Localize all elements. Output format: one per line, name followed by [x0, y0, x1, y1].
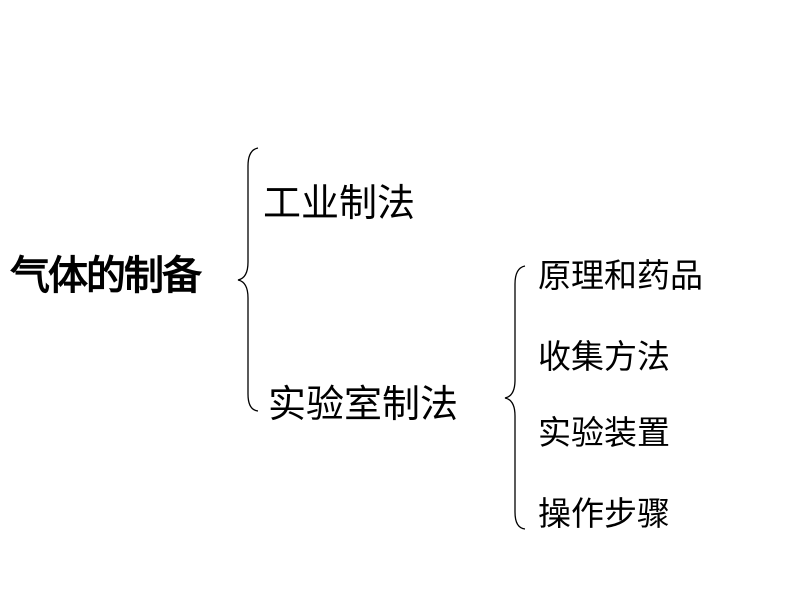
branch-laboratory: 实验室制法 [268, 382, 459, 426]
lab-item-apparatus: 实验装置 [538, 413, 670, 452]
lab-item-steps: 操作步骤 [538, 494, 670, 533]
branch-industrial: 工业制法 [263, 181, 416, 225]
brace-main [237, 147, 259, 412]
brace-lab [504, 265, 526, 530]
lab-item-collection: 收集方法 [538, 337, 670, 376]
root-topic: 气体的制备 [10, 253, 202, 299]
lab-item-principle: 原理和药品 [538, 256, 703, 295]
